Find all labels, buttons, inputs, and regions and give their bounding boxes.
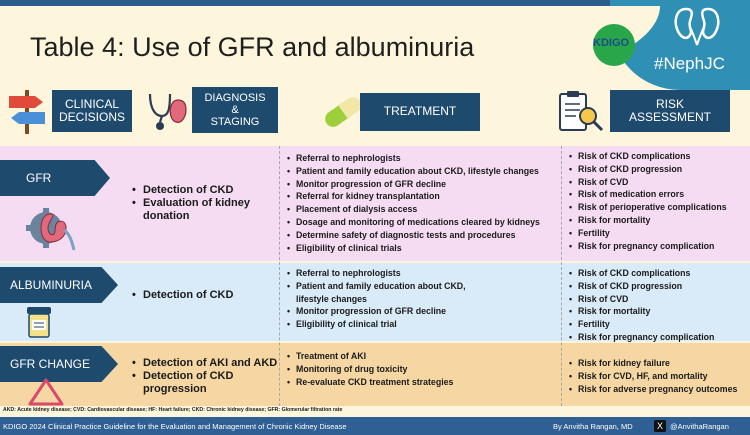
clipboard-magnifier-icon — [559, 91, 604, 132]
list-item: Placement of dialysis access — [287, 203, 540, 216]
list-item: Risk of CKD complications — [569, 267, 714, 280]
footer-bar: KDIGO 2024 Clinical Practice Guideline f… — [0, 417, 750, 435]
gfr-change-clinical-list: Detection of AKI and AKD Detection of CK… — [132, 357, 277, 397]
kidney-logo-icon — [674, 7, 720, 46]
header-diagnosis-line3: STAGING — [210, 116, 260, 129]
kdigo-logo-text: KDIGO — [593, 37, 630, 49]
list-item: Detection of AKI and AKD — [132, 357, 277, 370]
list-item: Detection of CKD progression — [132, 370, 272, 396]
list-item: Risk of CKD complications — [569, 150, 727, 163]
gfr-risk-list: Risk of CKD complications Risk of CKD pr… — [569, 150, 727, 253]
list-item: Monitoring of drug toxicity — [287, 363, 453, 376]
list-item: Detection of CKD — [132, 184, 272, 197]
gfr-change-treatment-list: Treatment of AKI Monitoring of drug toxi… — [287, 350, 453, 388]
list-item: Referral to nephrologists — [287, 152, 540, 165]
list-item: Treatment of AKI — [287, 350, 453, 363]
stethoscope-kidney-icon — [148, 93, 187, 130]
list-item: Risk of CKD progression — [569, 280, 714, 293]
list-item: Monitor progression of GFR decline — [287, 305, 487, 318]
signpost-icon — [9, 90, 45, 134]
pill-capsule-icon — [325, 97, 361, 127]
gfr-clinical-list: Detection of CKD Evaluation of kidney do… — [132, 184, 272, 224]
list-item: Referral for kidney transplantation — [287, 190, 540, 203]
list-item: Risk for adverse pregnancy outcomes — [569, 383, 737, 396]
list-item: Risk of perioperative complications — [569, 201, 727, 214]
list-item: Risk of CVD — [569, 176, 727, 189]
warning-triangle-icon — [28, 378, 64, 406]
albuminuria-clinical-list: Detection of CKD — [132, 289, 233, 302]
list-item: Risk for kidney failure — [569, 357, 737, 370]
list-item: Evaluation of kidney donation — [132, 197, 272, 223]
column-divider — [561, 146, 562, 406]
footer-handle[interactable]: @AnvithaRangan — [670, 422, 729, 431]
list-item: Patient and family education about CKD, … — [287, 280, 487, 306]
gfr-change-risk-list: Risk for kidney failure Risk for CVD, HF… — [569, 357, 737, 395]
header-risk-assessment: RISK ASSESSMENT — [610, 90, 730, 132]
list-item: Determine safety of diagnostic tests and… — [287, 229, 540, 242]
albuminuria-treatment-list: Referral to nephrologists Patient and fa… — [287, 267, 487, 331]
header-diagnosis-staging: DIAGNOSIS & STAGING — [192, 87, 278, 133]
list-item: Risk of medication errors — [569, 188, 727, 201]
header-treatment: TREATMENT — [360, 93, 480, 131]
page-title: Table 4: Use of GFR and albuminuria — [30, 32, 475, 62]
x-social-icon: X — [654, 420, 666, 432]
list-item: Risk for pregnancy complication — [569, 331, 714, 344]
row-label-gfr: GFR — [0, 160, 110, 196]
row-label-albuminuria: ALBUMINURIA — [0, 267, 118, 303]
abbreviations-footnote: AKD: Acute kidney disease; CVD: Cardiova… — [3, 407, 343, 413]
list-item: Risk for pregnancy complication — [569, 240, 727, 253]
header-diagnosis-line2: & — [231, 103, 239, 116]
list-item: Fertility — [569, 318, 714, 331]
list-item: Re-evaluate CKD treatment strategies — [287, 376, 453, 389]
header-risk-line2: ASSESSMENT — [628, 110, 712, 124]
list-item: Patient and family education about CKD, … — [287, 165, 540, 178]
list-item: Risk for mortality — [569, 305, 714, 318]
list-item: Risk for mortality — [569, 214, 727, 227]
albuminuria-risk-list: Risk of CKD complications Risk of CKD pr… — [569, 267, 714, 344]
header-risk-line1: RISK — [655, 96, 684, 111]
column-divider — [279, 146, 280, 406]
list-item: Dosage and monitoring of medications cle… — [287, 216, 540, 229]
list-item: Monitor progression of GFR decline — [287, 178, 540, 191]
list-item: Eligibility of clinical trials — [287, 242, 540, 255]
kdigo-logo: KDIGO — [593, 24, 635, 66]
list-item: Detection of CKD — [132, 289, 233, 302]
header-diagnosis-line1: DIAGNOSIS — [204, 91, 266, 104]
footer-guideline: KDIGO 2024 Clinical Practice Guideline f… — [3, 422, 347, 431]
list-item: Risk of CVD — [569, 293, 714, 306]
gfr-treatment-list: Referral to nephrologists Patient and fa… — [287, 152, 540, 255]
list-item: Referral to nephrologists — [287, 267, 487, 280]
list-item: Fertility — [569, 227, 727, 240]
footer-author: By Anvitha Rangan, MD — [553, 422, 633, 431]
kidney-gear-icon — [26, 208, 76, 251]
urine-cup-icon — [27, 307, 51, 338]
row-label-gfr-change: GFR CHANGE — [0, 346, 118, 382]
list-item: Eligibility of clinical trial — [287, 318, 487, 331]
header-clinical-decisions: CLINICAL DECISIONS — [52, 90, 132, 132]
list-item: Risk for CVD, HF, and mortality — [569, 370, 737, 383]
list-item: Risk of CKD progression — [569, 163, 727, 176]
hashtag: #NephJC — [654, 54, 725, 73]
